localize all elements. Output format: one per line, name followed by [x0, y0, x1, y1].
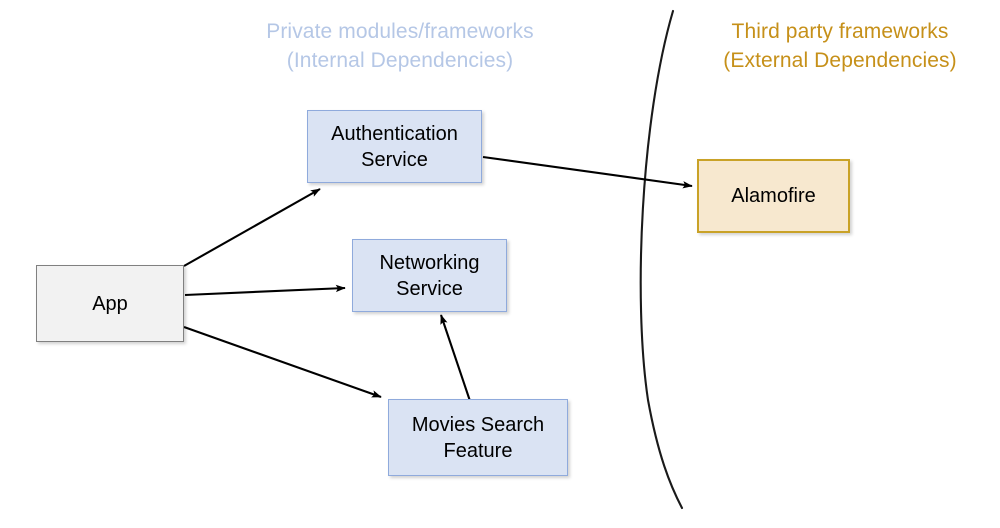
- node-authentication-service[interactable]: Authentication Service: [307, 110, 482, 183]
- edge-app-to-networking: [184, 284, 346, 297]
- node-alamofire[interactable]: Alamofire: [697, 159, 850, 233]
- internal-dependencies-header: Private modules/frameworks (Internal Dep…: [266, 20, 534, 72]
- edge-app-to-auth: [183, 188, 321, 267]
- node-app[interactable]: App: [36, 265, 184, 342]
- node-networking-service[interactable]: Networking Service: [352, 239, 507, 312]
- internal-external-boundary-curve: [639, 9, 684, 510]
- edge-app-to-movies: [183, 326, 382, 398]
- edge-movies-to-networking: [440, 314, 471, 402]
- external-dependencies-header: Third party frameworks (External Depende…: [723, 20, 957, 72]
- node-movies-search-feature[interactable]: Movies Search Feature: [388, 399, 568, 476]
- edge-auth-to-alamofire: [482, 155, 693, 189]
